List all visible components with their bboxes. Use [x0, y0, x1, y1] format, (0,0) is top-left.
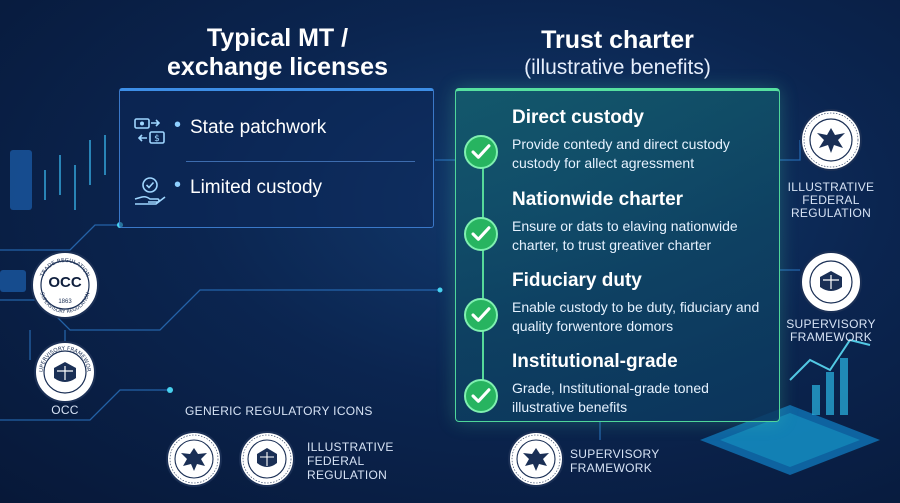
checkmark-icon [464, 217, 498, 251]
hand-shield-icon [134, 177, 166, 205]
benefit-description: Grade, Institutional-grade toned illustr… [512, 380, 709, 415]
svg-text:$: $ [154, 134, 160, 144]
trust-charter-heading: Trust charter (illustrative benefits) [455, 26, 780, 81]
federal-seal-right [799, 108, 863, 172]
benefit-description: Ensure or dats to elaving nationwide cha… [512, 218, 738, 253]
divider [186, 161, 415, 162]
generic-seal-eagle [165, 430, 223, 488]
eagle-seal-icon [800, 109, 862, 171]
treasury-seal-icon: SUPERVISORY FRAMEWORK [31, 336, 96, 403]
bullet-icon: • [174, 174, 182, 196]
supervisory-seal-right [799, 250, 863, 314]
benefit-nationwide-charter: Nationwide charter Ensure or dats to ela… [456, 189, 779, 271]
eagle-seal-icon [508, 431, 564, 487]
licenses-panel: $ • State patchwork • Limited custody [119, 88, 434, 228]
license-item-label: Limited custody [190, 177, 323, 198]
generic-federal-regulation-label: ILLUSTRATIVE FEDERAL REGULATION [307, 440, 394, 482]
left-panel-title-line1: Typical MT / [206, 24, 349, 52]
benefit-institutional-grade: Institutional-grade Grade, Institutional… [456, 351, 779, 433]
license-item-limited-custody: • Limited custody [120, 161, 433, 217]
money-transfer-icon: $ [134, 118, 165, 144]
treasury-seal-icon [800, 251, 862, 313]
checkmark-icon [464, 379, 498, 413]
trust-charter-title: Trust charter [541, 26, 694, 54]
generic-seal-treasury [238, 430, 296, 488]
benefit-title: Direct custody [512, 107, 644, 128]
occ-seal-icon: TRADE REGULATION SUPERVISORY REGULATION [31, 251, 99, 319]
benefit-title: Institutional-grade [512, 351, 678, 372]
left-panel-title: Typical MT / exchange licenses [120, 24, 435, 82]
occ-seal: TRADE REGULATION SUPERVISORY REGULATION … [30, 250, 100, 320]
checkmark-icon [464, 298, 498, 332]
benefit-description: Enable custody to be duty, fiduciary and… [512, 299, 760, 334]
treasury-seal-icon [239, 431, 295, 487]
federal-regulation-label: ILLUSTRATIVE FEDERAL REGULATION [787, 180, 875, 220]
left-panel-title-line2: exchange licenses [167, 53, 388, 81]
generic-seal-eagle-right [507, 430, 565, 488]
benefit-title: Nationwide charter [512, 189, 684, 210]
license-item-state-patchwork: $ • State patchwork [120, 101, 433, 157]
benefit-title: Fiduciary duty [512, 270, 642, 291]
occ-year: 1863 [58, 299, 72, 305]
occ-badge-text: OCC [48, 274, 82, 291]
generic-supervisory-framework-label: SUPERVISORY FRAMEWORK [570, 447, 660, 475]
bullet-icon: • [174, 114, 182, 136]
benefit-description: Provide contedy and direct custody custo… [512, 136, 730, 171]
generic-icons-title: GENERIC REGULATORY ICONS [185, 404, 373, 418]
trust-charter-subtitle: (illustrative benefits) [524, 56, 711, 79]
checkmark-icon [464, 135, 498, 169]
benefit-direct-custody: Direct custody Provide contedy and direc… [456, 107, 779, 189]
supervisory-seal-left: SUPERVISORY FRAMEWORK [31, 336, 97, 404]
occ-label: OCC [51, 403, 79, 417]
supervisory-framework-label: SUPERVISORY FRAMEWORK [786, 317, 876, 344]
timeline-connector [482, 141, 484, 381]
eagle-seal-icon [166, 431, 222, 487]
trust-charter-panel: Direct custody Provide contedy and direc… [455, 88, 780, 422]
benefit-fiduciary-duty: Fiduciary duty Enable custody to be duty… [456, 270, 779, 352]
license-item-label: State patchwork [190, 117, 327, 138]
